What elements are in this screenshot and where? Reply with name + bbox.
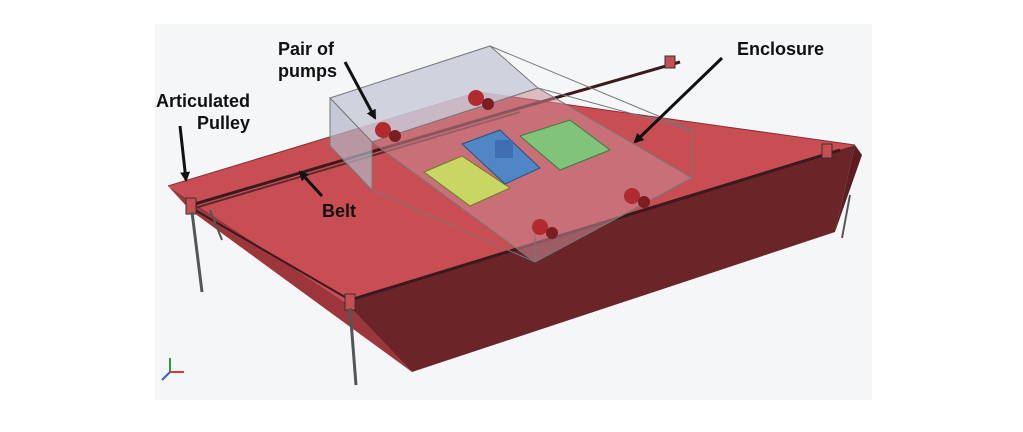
- label-pulley-line2: Pulley: [196, 113, 250, 133]
- label-pumps-line2: pumps: [278, 61, 338, 81]
- pump-back: [468, 90, 494, 110]
- label-pumps: Pair of pumps: [278, 38, 337, 82]
- leg-front-right: [348, 307, 358, 386]
- pulley-back: [664, 55, 676, 69]
- arrow-pulley: [178, 125, 191, 182]
- pulley-front-left: [185, 197, 197, 215]
- arrow-pumps: [343, 61, 377, 120]
- label-belt: Belt: [322, 201, 357, 221]
- label-pulley: Articulated Pulley: [150, 90, 250, 134]
- battery-pack-yellow: [422, 155, 512, 207]
- hull-front-face: [345, 145, 855, 372]
- label-pumps-line1: Pair of: [278, 39, 335, 59]
- pump-left: [375, 122, 401, 142]
- axis-triad-icon: [161, 358, 184, 381]
- label-pulley-line1: Articulated: [155, 91, 250, 111]
- leg-front-left: [190, 211, 204, 293]
- enclosure-back-edge: [489, 45, 693, 131]
- leg-front-left-2: [209, 209, 223, 241]
- pump-right: [624, 188, 650, 208]
- controller-box: [495, 140, 513, 158]
- leg-back-right: [841, 194, 851, 239]
- battery-pack-green: [518, 119, 612, 171]
- pulley-front-right: [344, 293, 356, 311]
- label-enclosure: Enclosure: [737, 39, 825, 59]
- arrow-enclosure: [633, 56, 724, 144]
- hull-right-face: [835, 145, 862, 232]
- pulley-back-right: [821, 143, 833, 159]
- arrow-belt: [298, 170, 324, 198]
- enclosure-edges: [371, 87, 693, 263]
- pump-front: [532, 219, 558, 239]
